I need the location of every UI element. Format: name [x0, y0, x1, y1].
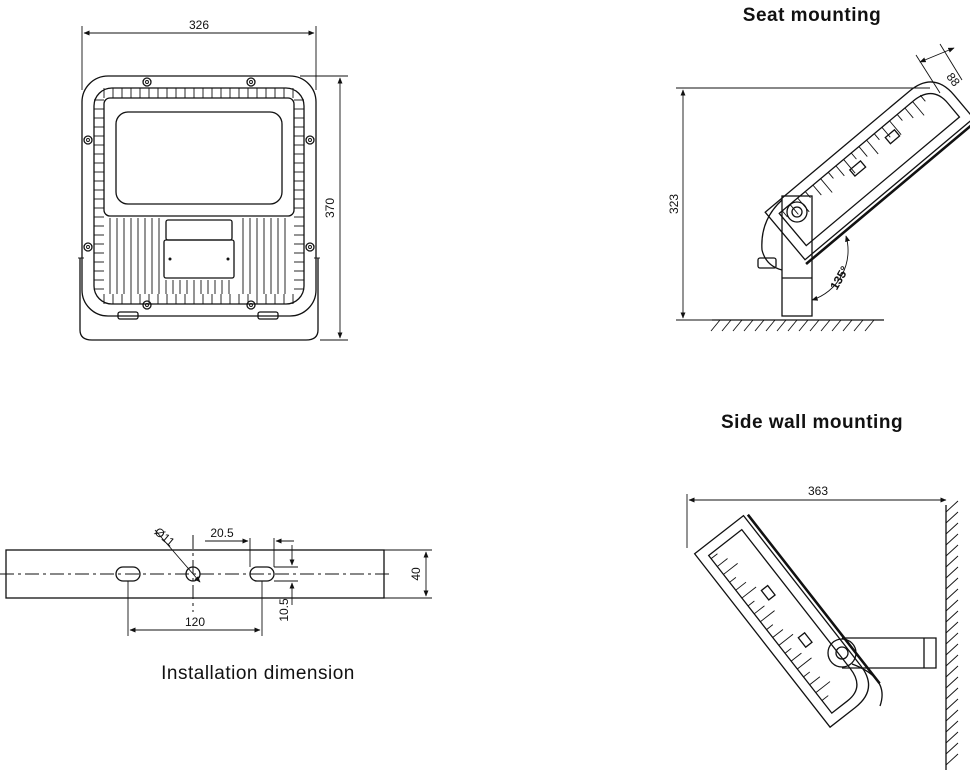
seat-height-dimension: 323 — [667, 87, 930, 321]
side-wall-mounting-view: Side wall mounting 363 — [686, 412, 959, 770]
hole-diameter-label: Ø11 — [152, 525, 178, 550]
seat-luminaire-body — [764, 81, 970, 266]
ground — [710, 319, 884, 332]
seat-mounting-title: Seat mounting — [743, 5, 881, 26]
front-width-dimension: 326 — [81, 18, 317, 90]
screws — [83, 77, 315, 310]
bar-height-label: 40 — [409, 567, 423, 581]
wall-projection-label: 363 — [808, 484, 828, 498]
cooling-fins — [94, 88, 304, 304]
slot-width-dimension: 20.5 — [205, 526, 294, 567]
wall — [945, 500, 959, 770]
lower-fins — [109, 218, 286, 294]
slot-height-dimension: 10.5 — [274, 545, 298, 622]
installation-view: Ø11 20.5 10.5 120 — [0, 525, 432, 684]
slot-spacing-label: 120 — [185, 615, 205, 629]
slot-width-label: 20.5 — [210, 526, 234, 540]
front-view: 326 370 — [78, 18, 348, 341]
luminaire-front-body — [78, 75, 320, 341]
front-height-label: 370 — [323, 198, 337, 218]
front-height-dimension: 370 — [300, 75, 348, 341]
front-width-label: 326 — [189, 18, 209, 32]
center-hole — [185, 566, 201, 582]
slot-spacing-dimension: 120 — [127, 581, 263, 636]
bar-height-dimension: 40 — [384, 549, 432, 599]
seat-angle-label: 135° — [827, 264, 852, 293]
seat-height-label: 323 — [667, 194, 681, 214]
wall-bracket — [827, 637, 937, 707]
slot-height-label: 10.5 — [277, 598, 291, 622]
installation-caption: Installation dimension — [161, 663, 355, 684]
seat-mounting-view: Seat mounting 323 88 — [667, 5, 970, 332]
wall-projection-dimension: 363 — [686, 484, 947, 548]
side-wall-mounting-title: Side wall mounting — [721, 412, 903, 433]
wall-luminaire-body — [693, 513, 881, 729]
seat-angle-annotation: 135° — [811, 235, 852, 301]
seat-depth-label: 88 — [944, 70, 963, 89]
seat-depth-dimension: 88 — [915, 43, 963, 94]
